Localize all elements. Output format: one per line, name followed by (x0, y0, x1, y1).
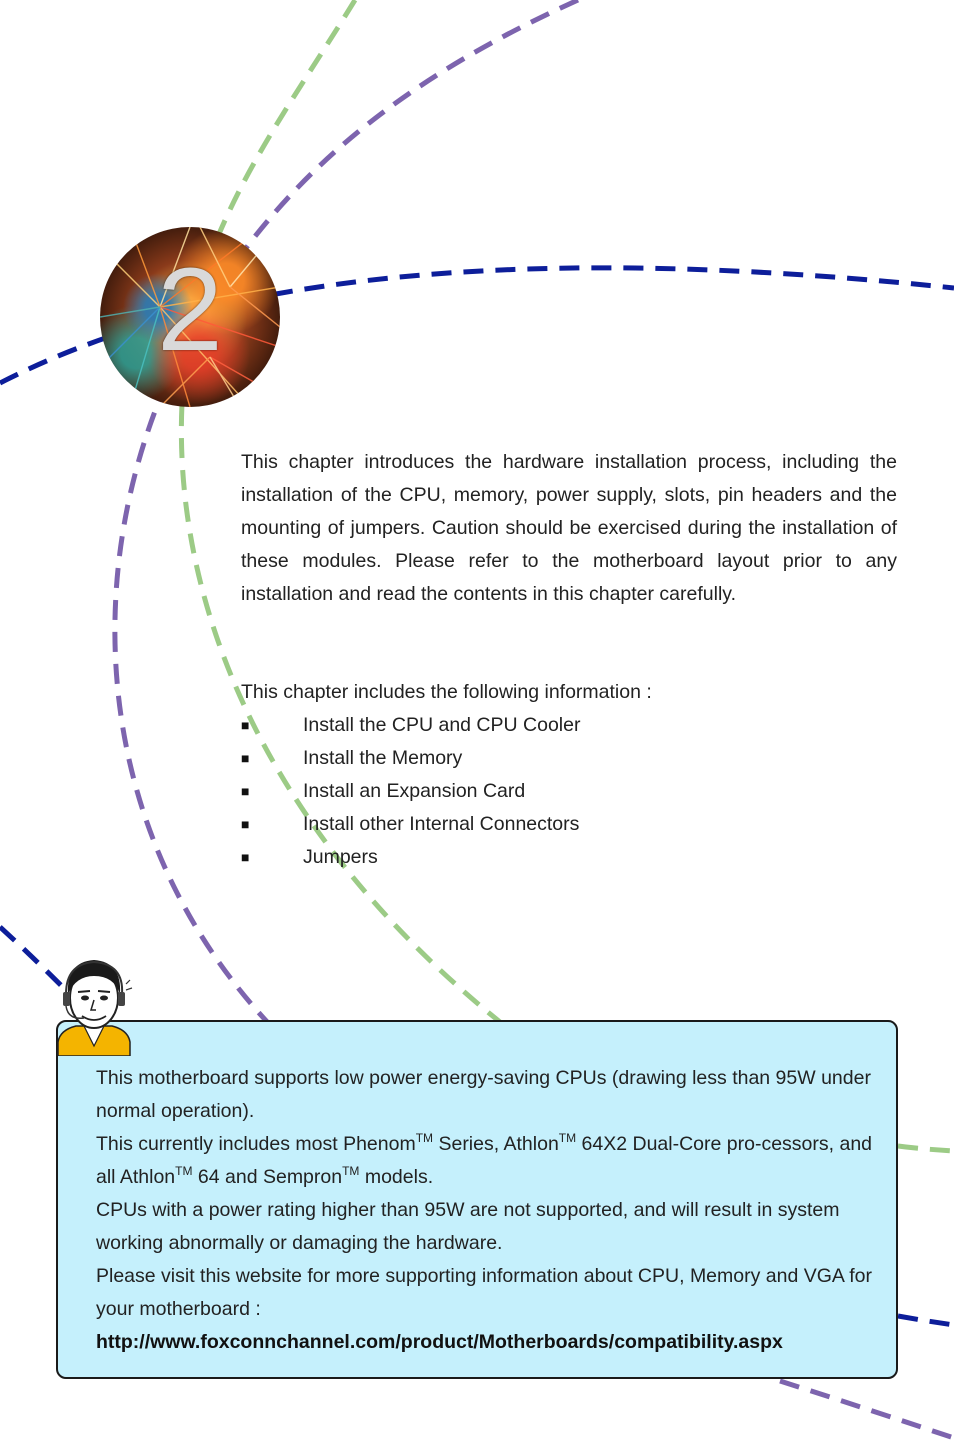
note-text-fragment: Series, Athlon (433, 1133, 559, 1155)
navy-arc-top (0, 265, 954, 386)
compatibility-url-link[interactable]: http://www.foxconnchannel.com/product/Mo… (96, 1331, 783, 1353)
note-text-fragment: This currently includes most Phenom (96, 1133, 416, 1155)
note-text-fragment: 64X2 Dual-Core pro-cessors, and all Athl… (96, 1133, 873, 1188)
topic-label: Install the CPU and CPU Cooler (303, 714, 581, 736)
bullet-square-icon: ■ (241, 816, 250, 832)
topic-label: Install an Expansion Card (303, 780, 526, 802)
trademark-mark: TM (175, 1164, 193, 1178)
bullet-square-icon: ■ (241, 783, 250, 799)
navy-arc-bottom-right (897, 1313, 954, 1328)
note-line-supported-cpus: This currently includes most PhenomTM Se… (96, 1128, 886, 1194)
fireworks-burst-icon (100, 227, 280, 407)
green-arc-right (897, 1143, 954, 1154)
trademark-mark: TM (342, 1164, 360, 1178)
chapter-number: 2 (157, 244, 223, 376)
bullet-square-icon: ■ (241, 750, 250, 766)
chapter-intro-paragraph: This chapter introduces the hardware ins… (241, 451, 897, 605)
bullet-square-icon: ■ (241, 717, 250, 733)
topic-label: Install other Internal Connectors (303, 813, 580, 835)
note-text-fragment: models. (359, 1166, 434, 1188)
topic-label: Jumpers (303, 846, 378, 868)
note-line-website: Please visit this website for more suppo… (96, 1265, 873, 1320)
topic-label: Install the Memory (303, 747, 463, 769)
trademark-mark: TM (415, 1131, 434, 1145)
includes-heading: This chapter includes the following info… (241, 681, 652, 703)
cpu-support-note: This motherboard supports low power ener… (56, 1020, 898, 1379)
note-text-fragment: 64 and Sempron (192, 1166, 343, 1188)
note-line-power: This motherboard supports low power ener… (96, 1067, 871, 1122)
chapter-badge: 2 (100, 227, 280, 407)
bullet-square-icon: ■ (241, 849, 250, 865)
trademark-mark: TM (558, 1131, 577, 1145)
note-line-warning: CPUs with a power rating higher than 95W… (96, 1199, 840, 1254)
note-text: This motherboard supports low power ener… (96, 1062, 886, 1359)
support-agent-headset-icon (57, 960, 133, 1056)
purple-arc-bottom-right (779, 1378, 954, 1441)
